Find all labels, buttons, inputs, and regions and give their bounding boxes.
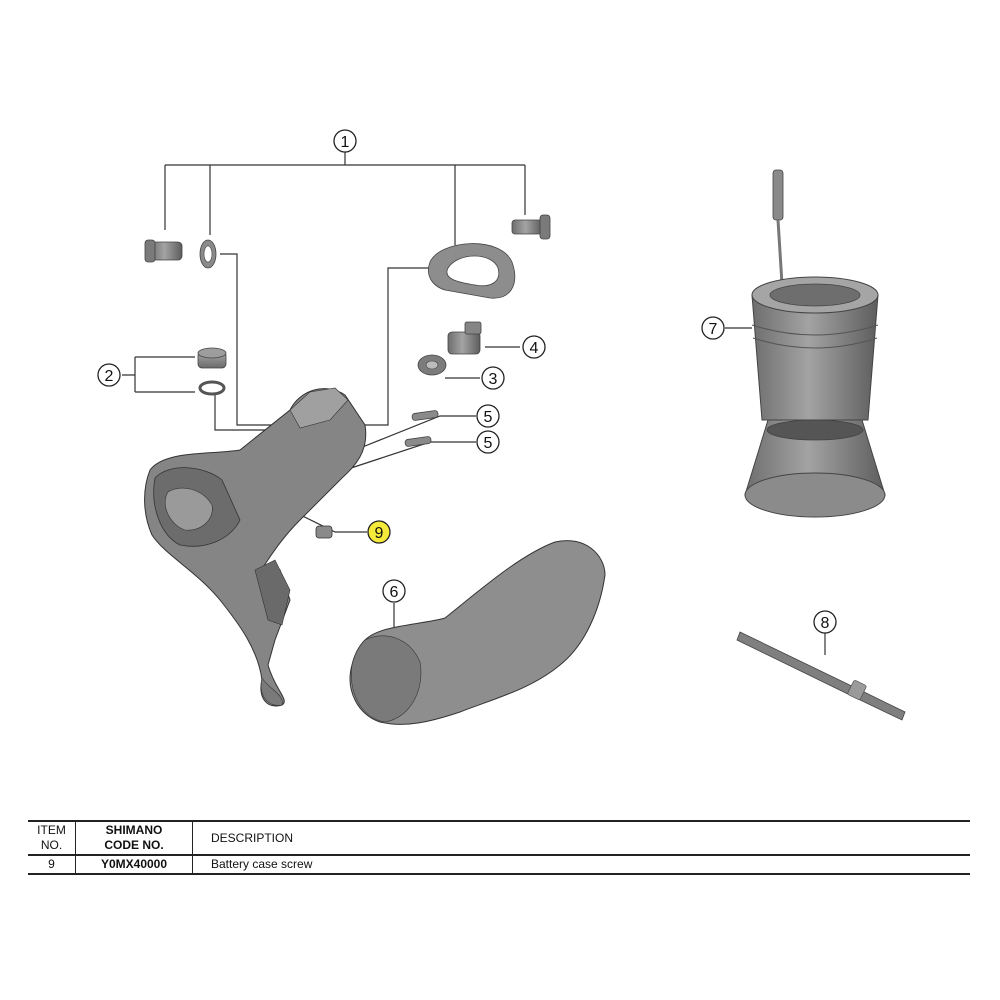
callout-3: 3	[481, 366, 505, 390]
callout-5-upper: 5	[476, 404, 500, 428]
lever-body	[144, 387, 367, 707]
svg-text:6: 6	[390, 584, 399, 601]
svg-text:1: 1	[341, 134, 350, 151]
row-description: Battery case screw	[211, 857, 313, 871]
callout-7: 7	[701, 316, 725, 340]
callout-4: 4	[522, 335, 546, 359]
svg-text:5: 5	[484, 435, 493, 452]
header-code-line2: CODE NO.	[104, 838, 164, 852]
part-4-bleed-screw	[447, 321, 482, 355]
header-item-no: ITEM NO.	[28, 821, 76, 855]
svg-text:3: 3	[489, 371, 498, 388]
part-2-cap-and-oring	[197, 347, 227, 396]
part-1-clamp-band	[428, 243, 516, 299]
svg-text:7: 7	[709, 321, 718, 338]
part-9-battery-case-screw	[315, 525, 333, 539]
callout-6: 6	[382, 579, 406, 603]
table-header-row: ITEM NO. SHIMANO CODE NO. DESCRIPTION	[28, 821, 970, 855]
callout-9-highlighted: 9	[367, 520, 391, 544]
part-7-funnel	[744, 169, 886, 518]
header-item-line1: ITEM	[37, 823, 66, 837]
svg-text:2: 2	[105, 368, 114, 385]
svg-text:4: 4	[530, 340, 539, 357]
table-row: 9 Y0MX40000 Battery case screw	[28, 855, 970, 874]
header-code-no: SHIMANO CODE NO.	[75, 821, 193, 855]
exploded-parts-diagram: 1 2 3 4 5 5 6 7 8 9	[97, 129, 906, 725]
svg-text:5: 5	[484, 409, 493, 426]
part-1-washer	[199, 239, 217, 269]
part-5-pins	[404, 410, 439, 447]
callout-5-lower: 5	[476, 430, 500, 454]
svg-text:9: 9	[375, 525, 384, 542]
part-6-bracket-cover	[349, 540, 606, 725]
part-1-clamp-bolt	[511, 214, 551, 240]
callout-8: 8	[813, 610, 837, 634]
part-3-oring	[417, 354, 447, 376]
part-1-cap-bolt	[144, 239, 183, 263]
row-item-no: 9	[28, 855, 76, 874]
header-code-line1: SHIMANO	[105, 823, 163, 837]
row-code-no: Y0MX40000	[75, 855, 193, 874]
part-8-tool	[736, 631, 906, 721]
callout-2: 2	[97, 363, 121, 387]
parts-table: ITEM NO. SHIMANO CODE NO. DESCRIPTION 9 …	[28, 820, 970, 875]
header-description: DESCRIPTION	[211, 830, 294, 845]
callout-1: 1	[333, 129, 357, 153]
svg-text:8: 8	[821, 615, 830, 632]
header-item-line2: NO.	[40, 838, 63, 852]
